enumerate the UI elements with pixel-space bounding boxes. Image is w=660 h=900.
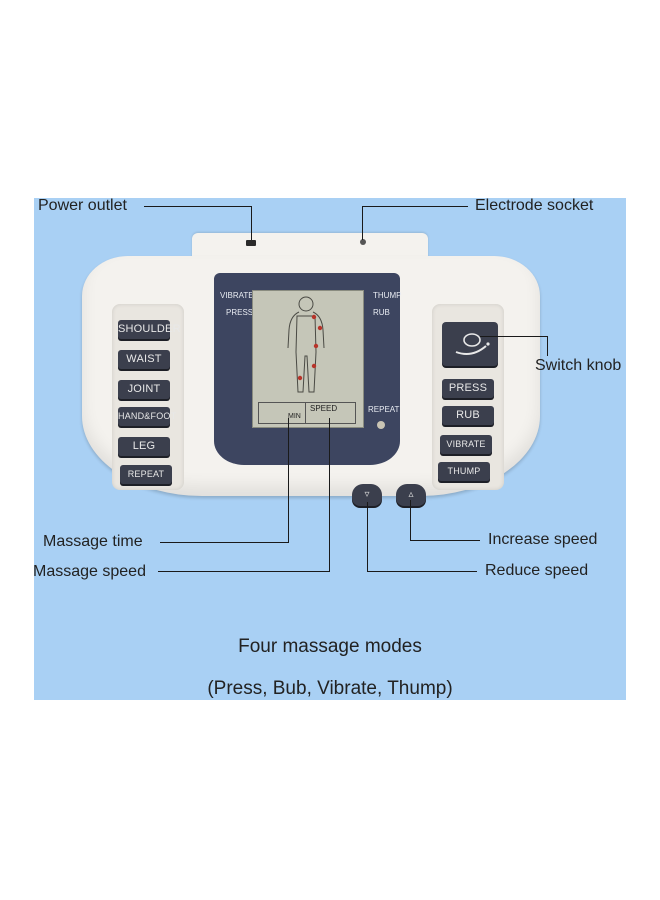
increase-speed-leader-v xyxy=(410,500,411,541)
increase-speed-leader-h xyxy=(410,540,480,541)
reduce-speed-leader-h xyxy=(367,571,477,572)
electrode-socket-leader-v xyxy=(362,206,363,240)
thump-button[interactable]: THUMP xyxy=(438,462,490,481)
screen-label-rub: RUB xyxy=(373,308,390,317)
joint-button[interactable]: JOINT xyxy=(118,380,170,399)
power-outlet-leader-h xyxy=(144,206,252,207)
caption-modes: (Press, Bub, Vibrate, Thump) xyxy=(207,678,453,699)
lcd-speed-label: SPEED xyxy=(310,404,338,413)
massage-time-label: Massage time xyxy=(43,533,143,550)
hand-foot-button[interactable]: HAND&FOOT xyxy=(118,407,176,426)
increase-speed-label: Increase speed xyxy=(488,531,598,548)
increase-speed-button[interactable]: ▵ xyxy=(396,484,426,506)
down-arrow-icon: ▿ xyxy=(364,489,370,500)
leg-button[interactable]: LEG xyxy=(118,437,170,456)
repeat-button[interactable]: REPEAT xyxy=(120,465,172,484)
screen-label-vibrate: VIBRATE xyxy=(220,291,254,300)
power-outlet-label: Power outlet xyxy=(38,197,127,214)
rub-button[interactable]: RUB xyxy=(442,406,494,425)
massage-speed-label: Massage speed xyxy=(33,563,146,580)
up-arrow-icon: ▵ xyxy=(408,489,414,500)
power-outlet-port xyxy=(246,240,256,246)
switch-knob-label: Switch knob xyxy=(535,357,622,374)
screen-label-thump: THUMP xyxy=(373,291,402,300)
lcd-status-box xyxy=(258,402,356,424)
switch-knob[interactable] xyxy=(442,322,498,366)
power-outlet-leader-v xyxy=(251,206,252,240)
lcd-min-label: MIN xyxy=(288,413,301,420)
switch-knob-leader-v xyxy=(547,336,548,356)
screen-label-repeat: REPEAT xyxy=(368,405,400,414)
body-figure-icon xyxy=(287,296,325,393)
massage-time-leader-v xyxy=(288,418,289,543)
massage-time-leader-h xyxy=(160,542,289,543)
power-swirl-icon xyxy=(455,333,490,355)
press-button[interactable]: PRESS xyxy=(442,379,494,398)
electrode-socket-port xyxy=(360,239,366,245)
switch-knob-leader-h xyxy=(480,336,548,337)
reduce-speed-button[interactable]: ▿ xyxy=(352,484,382,506)
vibrate-button[interactable]: VIBRATE xyxy=(440,435,492,454)
electrode-socket-label: Electrode socket xyxy=(475,197,594,214)
lcd-divider xyxy=(305,402,306,424)
massage-speed-leader-h xyxy=(158,571,330,572)
caption-title: Four massage modes xyxy=(238,636,422,657)
repeat-indicator-light xyxy=(377,421,385,429)
waist-button[interactable]: WAIST xyxy=(118,350,170,369)
electrode-socket-leader-h xyxy=(362,206,468,207)
shoulder-button[interactable]: SHOULDER xyxy=(118,320,181,339)
lcd-display xyxy=(252,290,364,428)
massage-speed-leader-v xyxy=(329,418,330,572)
screen-label-press: PRESS xyxy=(226,308,254,317)
reduce-speed-label: Reduce speed xyxy=(485,562,589,579)
reduce-speed-leader-v xyxy=(367,502,368,572)
